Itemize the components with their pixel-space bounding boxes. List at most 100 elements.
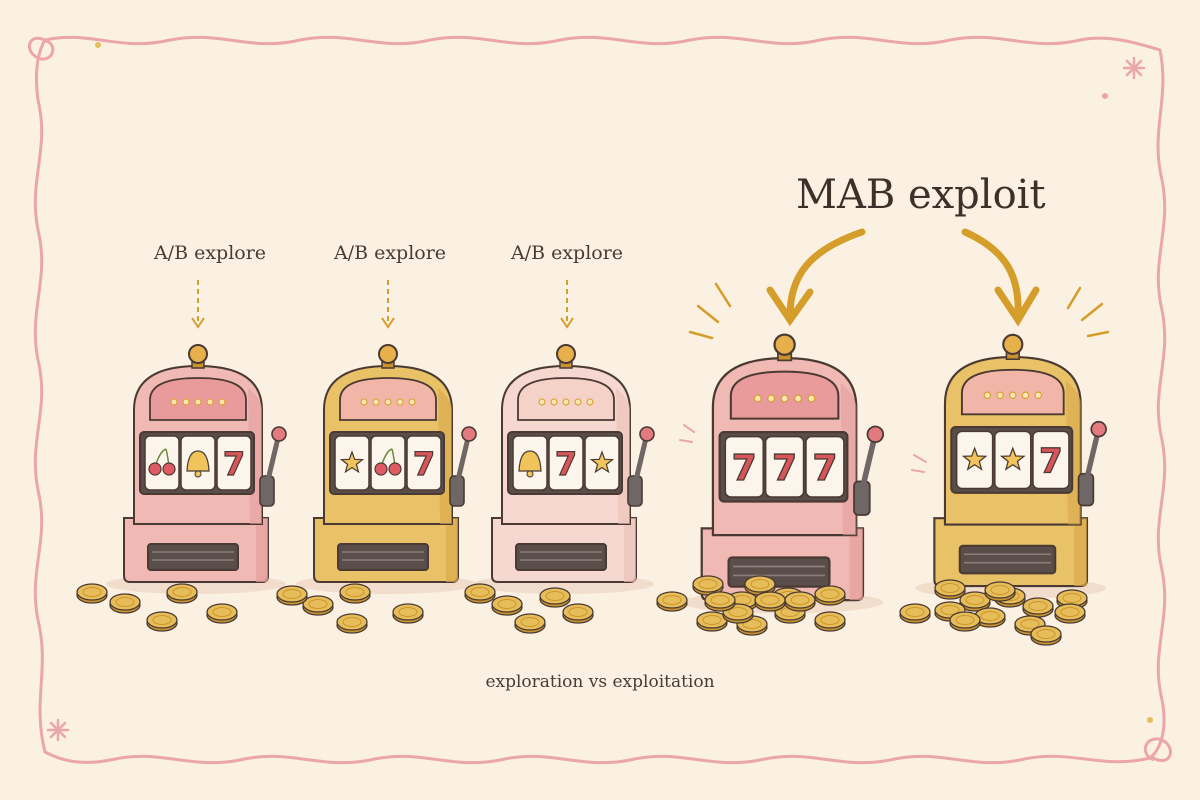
seven-symbol-icon: 7 <box>555 445 577 483</box>
reel <box>370 435 406 491</box>
coin <box>336 613 368 634</box>
coin <box>949 611 981 632</box>
top-knob <box>378 344 398 364</box>
coin <box>464 583 496 604</box>
curved-arrow-left <box>766 228 866 327</box>
pink-ticks <box>679 424 927 473</box>
top-knob <box>556 344 576 364</box>
lever-knob <box>1090 420 1107 438</box>
burst-lines-left <box>688 282 732 340</box>
coin <box>166 583 198 604</box>
coin <box>276 585 308 606</box>
reel <box>216 435 252 491</box>
ab-explore-label-2: A/B explore <box>333 242 447 264</box>
ab-explore-label-1: A/B explore <box>153 242 267 264</box>
reel <box>548 435 584 491</box>
top-knob <box>188 344 208 364</box>
coin-tray <box>515 543 607 571</box>
dot-decoration <box>95 42 101 48</box>
slot-machine-1: 7 <box>106 344 287 594</box>
coin <box>1054 603 1086 624</box>
top-knob <box>1002 333 1024 355</box>
coin <box>514 613 546 634</box>
coin <box>959 591 991 612</box>
lever-knob <box>271 426 287 442</box>
coin <box>302 595 334 616</box>
bell-icon <box>518 450 542 478</box>
reel <box>805 435 845 498</box>
dashed-arrow-2 <box>381 280 395 329</box>
coin <box>146 611 178 632</box>
dashed-arrow-3 <box>560 280 574 329</box>
seven-symbol-icon: 7 <box>413 445 435 483</box>
coin <box>1022 597 1054 618</box>
coin <box>392 603 424 624</box>
reel <box>764 435 805 498</box>
reel <box>144 435 180 491</box>
coin <box>704 591 736 612</box>
reel <box>406 435 442 491</box>
coin-tray <box>147 543 239 571</box>
burst-lines-right <box>1066 286 1110 338</box>
seven-symbol-icon: 7 <box>1039 442 1063 481</box>
coin <box>974 607 1006 628</box>
seven-symbol-icon: 7 <box>772 448 797 489</box>
top-knob <box>773 333 796 356</box>
star-icon <box>589 450 615 474</box>
coin <box>76 583 108 604</box>
cherry-icon <box>374 448 402 476</box>
coin <box>814 585 846 606</box>
coin <box>339 583 371 604</box>
coin <box>1030 625 1062 646</box>
coin <box>696 611 728 632</box>
coin <box>109 593 141 614</box>
curved-arrow-right <box>961 228 1040 327</box>
coin <box>814 611 846 632</box>
caption: exploration vs exploitation <box>485 672 715 692</box>
coin <box>984 581 1016 602</box>
seven-symbol-icon: 7 <box>223 445 245 483</box>
coin <box>754 591 786 612</box>
coin-tray <box>337 543 429 571</box>
coin <box>1056 589 1088 610</box>
seven-symbol-icon: 7 <box>732 448 757 489</box>
star-icon <box>999 446 1026 471</box>
ab-explore-label-3: A/B explore <box>510 242 624 264</box>
lever-knob <box>639 426 655 442</box>
slot-machine-3: 7 <box>474 344 655 594</box>
coin <box>934 579 966 600</box>
dot-decoration <box>1147 717 1153 723</box>
coin <box>539 587 571 608</box>
sparkle-icon-bottom-left <box>46 718 70 742</box>
coin <box>562 603 594 624</box>
star-icon <box>339 450 365 474</box>
coin <box>899 603 931 624</box>
coin <box>784 591 816 612</box>
seven-symbol-icon: 7 <box>812 448 837 489</box>
corner-curl-top-left <box>27 36 55 61</box>
coin <box>656 591 688 612</box>
corner-curl-bottom-right <box>1143 737 1172 763</box>
cherry-icon <box>148 448 176 476</box>
coin <box>206 603 238 624</box>
bell-icon <box>186 450 210 478</box>
slot-machine-5: 7 <box>915 333 1107 599</box>
coin <box>491 595 523 616</box>
lever-knob <box>866 425 885 444</box>
lever-knob <box>461 426 477 442</box>
sparkle-icon-top-right <box>1122 56 1146 80</box>
star-icon <box>961 446 988 471</box>
slot-machine-2: 7 <box>296 344 477 594</box>
dot-decoration <box>1102 93 1108 99</box>
reel <box>724 435 765 498</box>
coin <box>744 575 776 596</box>
reel <box>1032 430 1070 490</box>
dashed-arrow-1 <box>191 280 205 329</box>
mab-exploit-label: MAB exploit <box>796 172 1046 218</box>
coin-tray <box>727 556 831 588</box>
coin <box>692 575 724 596</box>
